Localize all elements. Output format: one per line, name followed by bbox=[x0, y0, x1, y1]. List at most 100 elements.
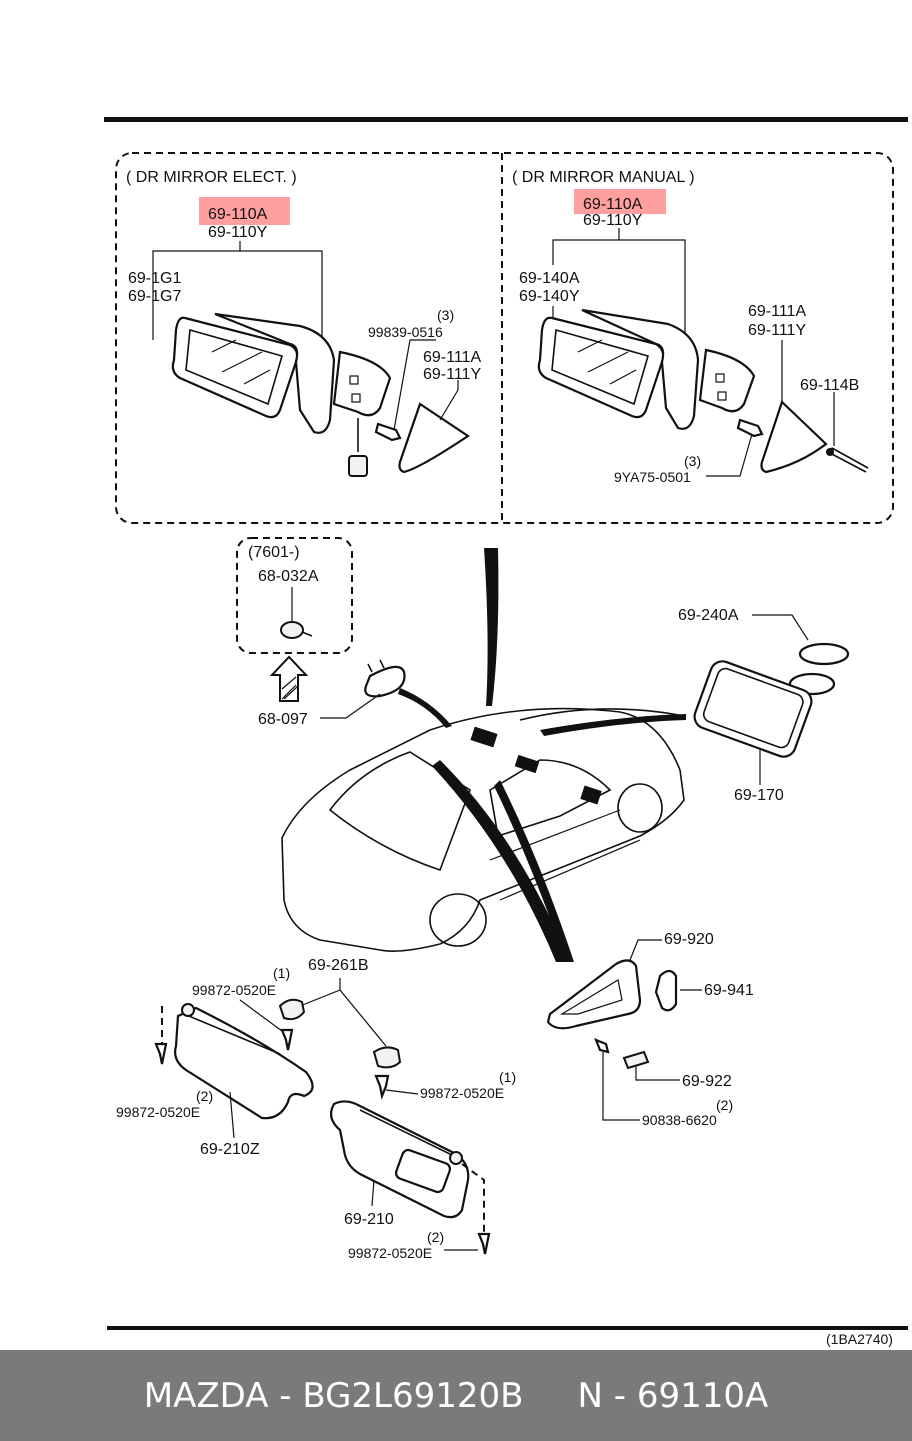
leader-visor-holder bbox=[299, 978, 387, 1047]
callout-left-cover-b[interactable]: 69-111Y bbox=[423, 366, 481, 383]
arrow-up-hatch bbox=[281, 676, 299, 700]
left-cover bbox=[398, 402, 470, 474]
left-mirror-housing bbox=[214, 312, 336, 434]
callout-visor-holder[interactable]: 69-261B bbox=[308, 957, 369, 974]
leader-screw-b bbox=[385, 1089, 419, 1095]
right-visor-pivot bbox=[449, 1151, 463, 1165]
screw-d[interactable]: 99872-0520E bbox=[348, 1245, 432, 1261]
callout-left-top-b[interactable]: 69-110Y bbox=[208, 224, 268, 241]
right-knob bbox=[827, 447, 869, 473]
callout-right-knob[interactable]: 69-114B bbox=[800, 377, 859, 394]
left-base-screwhole-1 bbox=[349, 375, 359, 385]
panel-manual-mirror: ( DR MIRROR MANUAL ) 69-110A 69-110Y 69-… bbox=[512, 169, 869, 485]
grip-screw bbox=[594, 1038, 610, 1054]
left-visor bbox=[174, 1006, 314, 1120]
screw-c[interactable]: 99872-0520E bbox=[116, 1104, 200, 1120]
bulb-stem bbox=[301, 631, 313, 637]
callout-inner-mirror[interactable]: 69-170 bbox=[734, 787, 784, 804]
right-screw bbox=[736, 418, 764, 438]
parts-diagram: (1BA2740) ( DR MIRROR ELECT. ) 69-110A 6… bbox=[104, 117, 908, 1347]
leader-grip-screw bbox=[602, 1052, 640, 1121]
callout-inner-cover[interactable]: 69-240A bbox=[678, 607, 739, 624]
car-pointer-top bbox=[484, 548, 499, 706]
panel-left-title: ( DR MIRROR ELECT. ) bbox=[126, 169, 297, 186]
lamp-pin-1 bbox=[367, 663, 373, 673]
screw-b[interactable]: 99872-0520E bbox=[420, 1085, 504, 1101]
callout-grip-screw-qty: (2) bbox=[716, 1097, 733, 1113]
highlight-left bbox=[199, 197, 290, 225]
left-mirror-base bbox=[332, 350, 392, 417]
screw-a-qty: (1) bbox=[273, 965, 290, 981]
callout-grip-handle[interactable]: 69-920 bbox=[664, 931, 714, 948]
callout-right-glass-b[interactable]: 69-140Y bbox=[519, 288, 580, 305]
right-mirror-glass-hatch bbox=[577, 339, 637, 385]
callout-right-visor[interactable]: 69-210 bbox=[344, 1211, 394, 1228]
visor-holder-1 bbox=[278, 998, 306, 1021]
callout-lamp[interactable]: 68-097 bbox=[258, 711, 308, 728]
leader-right-visor bbox=[371, 1179, 375, 1207]
callout-grip-cap[interactable]: 69-922 bbox=[682, 1073, 732, 1090]
callout-left-glass-b[interactable]: 69-1G7 bbox=[128, 288, 181, 305]
right-mirror-housing bbox=[581, 308, 700, 430]
callout-right-cover-b[interactable]: 69-111Y bbox=[748, 322, 806, 339]
part-number-bar: MAZDA - BG2L69120B N - 69110A bbox=[0, 1350, 912, 1441]
leader-inner-cover bbox=[752, 614, 809, 641]
callout-grip-clip[interactable]: 69-941 bbox=[704, 982, 754, 999]
lamp-pin-2 bbox=[379, 659, 385, 669]
car-body bbox=[281, 548, 686, 962]
right-base-screwhole-2 bbox=[717, 391, 727, 401]
callout-grip-screw[interactable]: 90838-6620 bbox=[642, 1112, 717, 1128]
callout-left-top-a[interactable]: 69-110A bbox=[208, 206, 268, 223]
inner-mirror bbox=[693, 660, 813, 758]
leader-left-visor bbox=[229, 1091, 235, 1139]
callout-right-top-b[interactable]: 69-110Y bbox=[583, 212, 643, 229]
arrow-up-icon bbox=[269, 655, 309, 702]
callout-left-screw-qty: (3) bbox=[437, 307, 454, 323]
car-headliner-mark-2 bbox=[514, 754, 540, 774]
bottom-rule bbox=[107, 1326, 908, 1330]
callout-bulb[interactable]: 68-032A bbox=[258, 568, 319, 585]
leader-grip-handle bbox=[629, 939, 662, 961]
grip-cap bbox=[622, 1050, 650, 1070]
callout-left-cover-a[interactable]: 69-111A bbox=[423, 349, 481, 366]
leader-right-screw bbox=[706, 433, 753, 477]
drawing-code: (1BA2740) bbox=[826, 1331, 893, 1347]
right-cover bbox=[760, 400, 828, 474]
callout-left-visor[interactable]: 69-210Z bbox=[200, 1141, 260, 1158]
car-side-window bbox=[489, 759, 612, 838]
callout-right-glass-a[interactable]: 69-140A bbox=[519, 270, 580, 287]
car-pointer-visor bbox=[432, 760, 570, 962]
right-visor-rod bbox=[359, 1109, 455, 1157]
callout-left-glass-a[interactable]: 69-1G1 bbox=[128, 270, 181, 287]
callout-right-top-a[interactable]: 69-110A bbox=[583, 196, 643, 213]
car-headliner-mark-3 bbox=[580, 785, 602, 805]
left-mirror-glass-hatch bbox=[211, 339, 271, 385]
left-base-screwhole-2 bbox=[351, 393, 361, 403]
map-lamp bbox=[364, 665, 406, 698]
map-lamp-group: (7601-) 68-032A 68-097 bbox=[236, 537, 406, 728]
car-pointer-mirror bbox=[540, 714, 686, 736]
right-visor-dash bbox=[461, 1163, 485, 1234]
mirror-group-box bbox=[115, 152, 894, 524]
inner-mirror-inner bbox=[702, 667, 804, 749]
sun-visor-group: 69-261B (1) 99872-0520E (1) 99872-0520E … bbox=[116, 957, 516, 1261]
right-mirror-glass-inner bbox=[551, 328, 649, 406]
screw-b-icon bbox=[374, 1074, 390, 1100]
right-visor-screw bbox=[477, 1232, 491, 1255]
highlight-right bbox=[574, 189, 666, 214]
callout-right-cover-a[interactable]: 69-111A bbox=[748, 303, 806, 320]
right-visor-vanity bbox=[394, 1148, 452, 1194]
left-visor-rod bbox=[183, 1013, 281, 1055]
screw-d-qty: (2) bbox=[427, 1229, 444, 1245]
callout-right-screw[interactable]: 9YA75-0501 bbox=[614, 469, 691, 485]
car-front-wheel bbox=[617, 783, 663, 833]
visor-holder-2 bbox=[372, 1046, 402, 1069]
car-headliner-mark-1 bbox=[470, 726, 498, 748]
panel-right-title: ( DR MIRROR MANUAL ) bbox=[512, 169, 695, 186]
callout-left-screw[interactable]: 99839-0516 bbox=[368, 324, 443, 340]
car-outline bbox=[281, 707, 685, 952]
left-mirror-glass-inner bbox=[185, 328, 283, 406]
screw-a[interactable]: 99872-0520E bbox=[192, 982, 276, 998]
inner-mirror-group: 69-240A 69-170 bbox=[678, 607, 850, 804]
car-rear-window bbox=[328, 751, 471, 872]
